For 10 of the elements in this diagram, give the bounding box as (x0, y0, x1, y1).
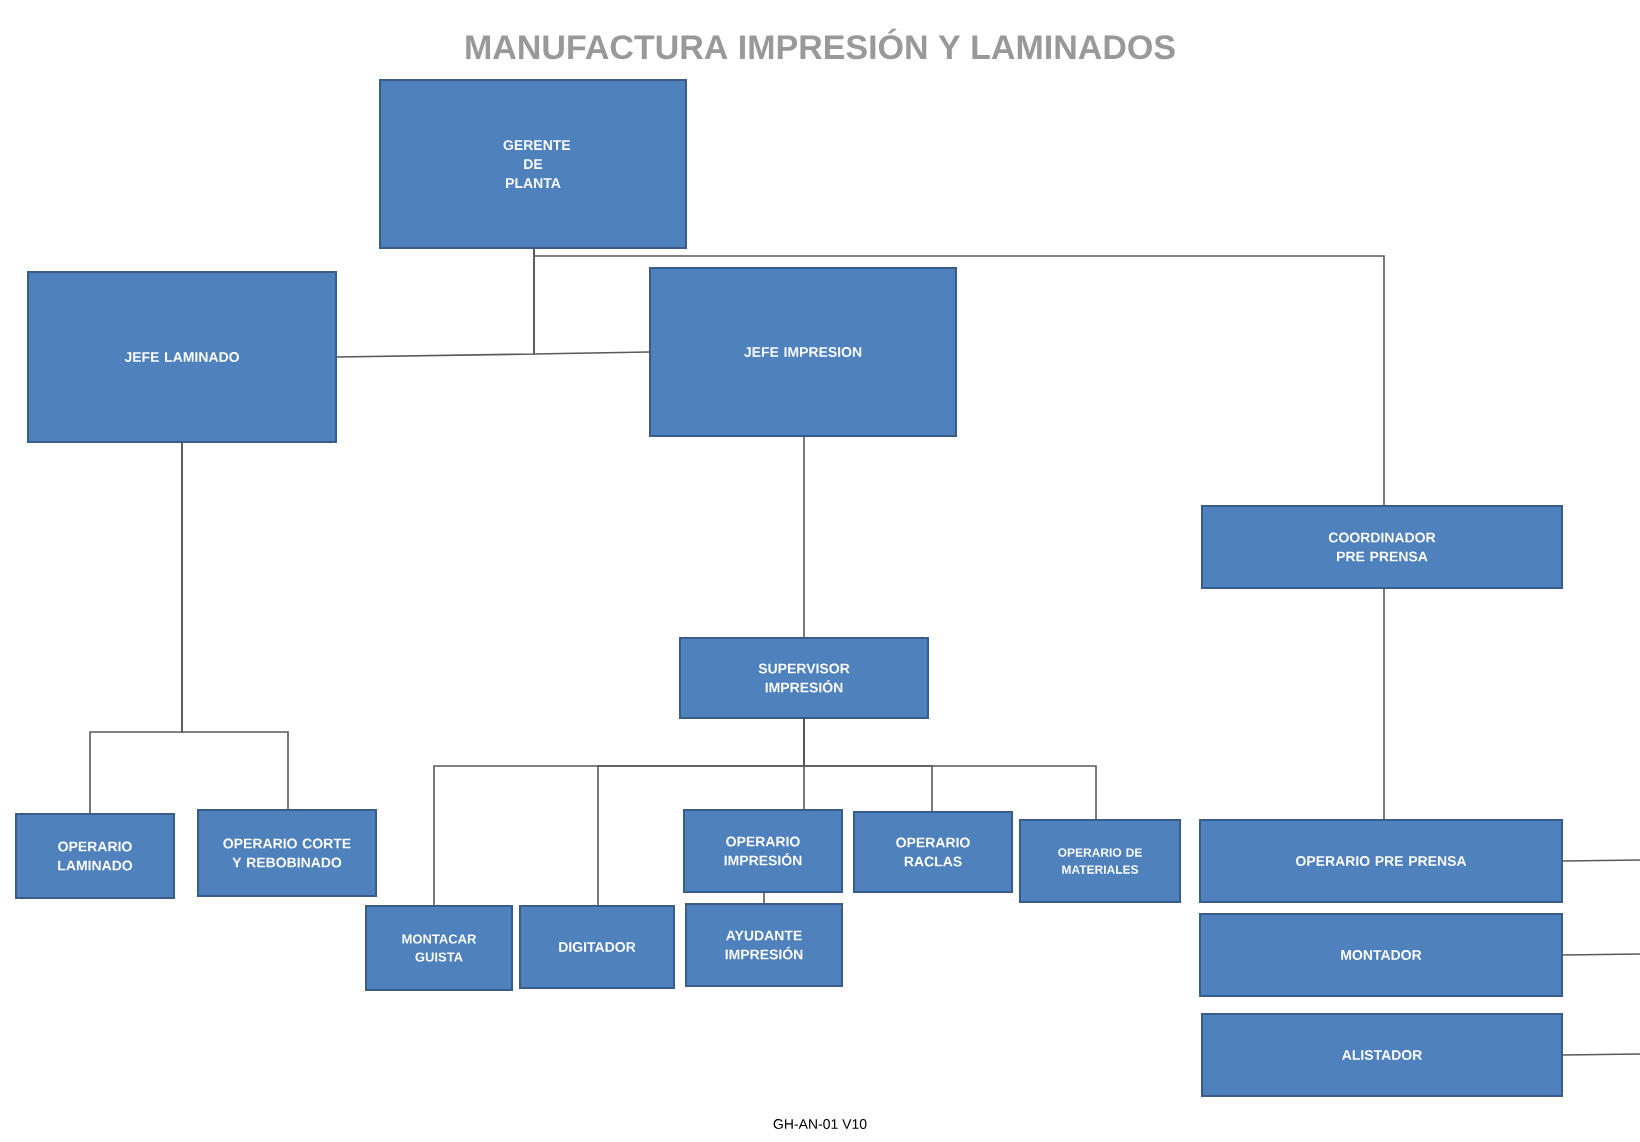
connector-line (803, 436, 805, 638)
connector-line (803, 718, 1097, 820)
connector-line (533, 248, 1385, 506)
title: MANUFACTURA IMPRESIÓN Y LAMINADOS (466, 28, 1175, 60)
connector-line (763, 892, 765, 904)
connector-line (1562, 953, 1640, 956)
connector-line (1383, 588, 1385, 820)
connector-line (1562, 859, 1640, 862)
connector-line (1562, 1053, 1640, 1056)
connector-line (181, 442, 289, 810)
